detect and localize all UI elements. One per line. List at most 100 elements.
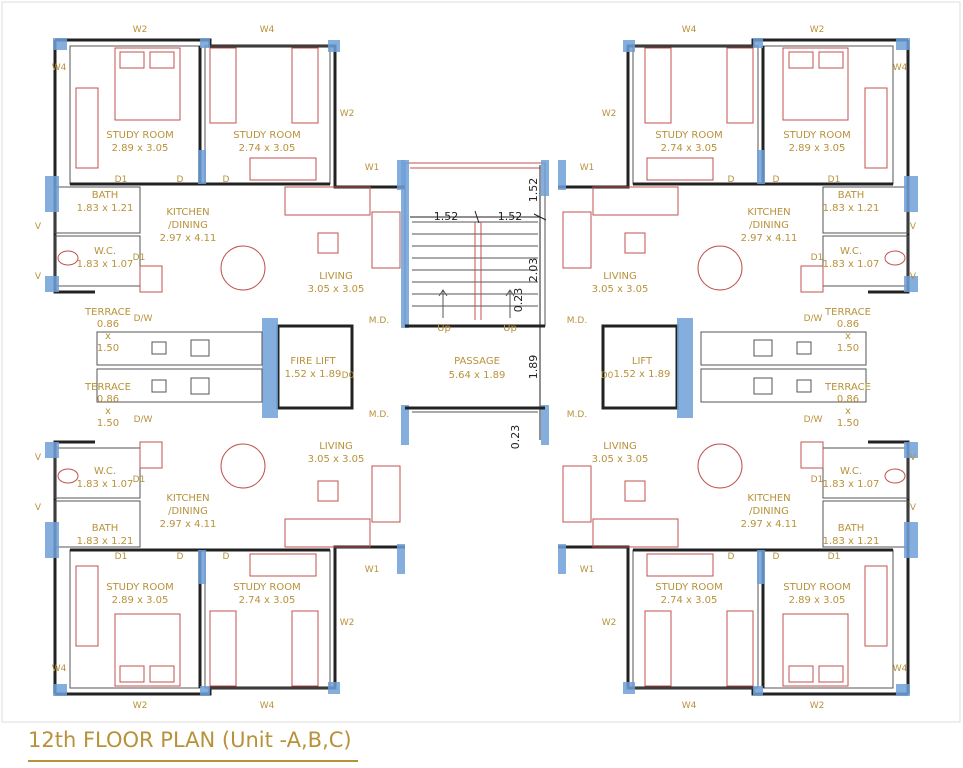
unit-br-labels: TERRACE 0.86 x 1.50 LIVING 3.05 x 3.05 W…	[567, 382, 917, 711]
room-label: STUDY ROOM	[106, 130, 174, 141]
room-dimension: x	[105, 331, 111, 342]
room-dimension: 1.83 x 1.21	[823, 536, 880, 547]
room-label: W.C.	[94, 466, 116, 477]
window-tag: W1	[365, 163, 380, 173]
room-label: BATH	[838, 190, 865, 201]
room-label: /DINING	[749, 220, 789, 231]
room-label: W.C.	[94, 246, 116, 257]
room-label: TERRACE	[84, 382, 131, 393]
lift-shaft	[601, 318, 693, 418]
room-dimension: 0.86	[837, 319, 859, 330]
window-tag: W2	[340, 618, 355, 628]
door-tag: D	[728, 552, 735, 562]
stair-width-dim: 1.52	[498, 210, 523, 223]
room-dimension: 3.05 x 3.05	[592, 454, 649, 465]
window-tag: W4	[893, 664, 908, 674]
window-tag: W4	[260, 701, 275, 711]
room-dimension: 1.83 x 1.07	[77, 479, 134, 490]
door-tag: D1	[133, 253, 146, 263]
room-dimension: 0.86	[837, 394, 859, 405]
room-dimension: 2.97 x 4.11	[741, 233, 798, 244]
window-tag: W1	[580, 163, 595, 173]
vent-tag: V	[35, 272, 42, 282]
room-dimension: x	[845, 406, 851, 417]
window-tag: W2	[810, 25, 825, 35]
floor-plan-drawing: STUDY ROOM 2.89 x 3.05 STUDY ROOM 2.74 x…	[1, 1, 961, 723]
room-label: STUDY ROOM	[655, 130, 723, 141]
room-dimension: 2.74 x 3.05	[239, 143, 296, 154]
room-dimension: 2.74 x 3.05	[661, 595, 718, 606]
room-dimension: 1.83 x 1.21	[77, 203, 134, 214]
door-tag: D	[773, 175, 780, 185]
door-tag: D1	[828, 552, 841, 562]
window-tag: W1	[365, 565, 380, 575]
room-label: LIVING	[319, 441, 353, 452]
door-tag: M.D.	[567, 316, 587, 326]
window-tag: W4	[682, 701, 697, 711]
room-label: BATH	[838, 523, 865, 534]
core-labels: PASSAGE 5.64 x 1.89 FIRE LIFT 1.52 x 1.8…	[285, 178, 671, 450]
room-dimension: 2.89 x 3.05	[789, 595, 846, 606]
unit-top-left	[45, 38, 405, 366]
room-label: /DINING	[749, 506, 789, 517]
room-label: STUDY ROOM	[783, 130, 851, 141]
door-tag: D	[728, 175, 735, 185]
room-dimension: 1.83 x 1.07	[77, 259, 134, 270]
room-label: TERRACE	[84, 307, 131, 318]
stair-up-label: Up	[503, 323, 517, 334]
passage-height-dim: 1.89	[527, 355, 540, 380]
room-dimension: x	[105, 406, 111, 417]
vent-tag: V	[35, 453, 42, 463]
room-label: STUDY ROOM	[106, 582, 174, 593]
room-dimension: 2.97 x 4.11	[160, 233, 217, 244]
door-tag: D/W	[134, 415, 153, 425]
stair-height-dim: 1.52	[527, 178, 540, 203]
room-dimension: 0.86	[97, 319, 119, 330]
room-label: LIVING	[603, 441, 637, 452]
vent-tag: V	[35, 222, 42, 232]
room-dimension: x	[845, 331, 851, 342]
door-tag: D	[773, 552, 780, 562]
fire-lift-dimension: 1.52 x 1.89	[285, 369, 342, 380]
window-tag: W4	[52, 63, 67, 73]
vent-tag: V	[910, 222, 917, 232]
room-label: LIVING	[603, 271, 637, 282]
door-tag: D/W	[134, 314, 153, 324]
vent-tag: V	[35, 503, 42, 513]
room-label: /DINING	[168, 506, 208, 517]
title-underline	[28, 760, 358, 762]
room-dimension: 1.50	[97, 418, 119, 429]
unit-bl-labels: TERRACE 0.86 x 1.50 LIVING 3.05 x 3.05 W…	[35, 382, 389, 711]
lift-label: LIFT	[632, 356, 653, 367]
stair-up-label: Up	[437, 323, 451, 334]
door-tag: D1	[811, 475, 824, 485]
lift-dimension: 1.52 x 1.89	[614, 369, 671, 380]
room-label: KITCHEN	[747, 493, 790, 504]
passage-label: PASSAGE	[454, 356, 500, 367]
door-tag: D1	[133, 475, 146, 485]
room-dimension: 2.89 x 3.05	[112, 143, 169, 154]
room-dimension: 2.89 x 3.05	[112, 595, 169, 606]
room-label: LIVING	[319, 271, 353, 282]
window-tag: W4	[260, 25, 275, 35]
room-label: W.C.	[840, 466, 862, 477]
passage-dimension: 5.64 x 1.89	[449, 370, 506, 381]
window-tag: W2	[340, 109, 355, 119]
door-tag: D	[223, 552, 230, 562]
door-tag: M.D.	[369, 316, 389, 326]
window-tag: W2	[602, 109, 617, 119]
unit-tl-labels: STUDY ROOM 2.89 x 3.05 STUDY ROOM 2.74 x…	[35, 25, 389, 354]
room-dimension: 1.50	[837, 418, 859, 429]
window-tag: W2	[602, 618, 617, 628]
vent-tag: V	[910, 272, 917, 282]
room-dimension: 1.50	[837, 343, 859, 354]
room-dimension: 2.74 x 3.05	[239, 595, 296, 606]
vent-tag: V	[910, 503, 917, 513]
window-tag: W4	[682, 25, 697, 35]
gap-dim: 0.23	[509, 425, 522, 450]
room-dimension: 1.50	[97, 343, 119, 354]
room-dimension: 2.97 x 4.11	[741, 519, 798, 530]
room-label: BATH	[92, 523, 119, 534]
room-dimension: 0.86	[97, 394, 119, 405]
vent-tag: V	[910, 453, 917, 463]
